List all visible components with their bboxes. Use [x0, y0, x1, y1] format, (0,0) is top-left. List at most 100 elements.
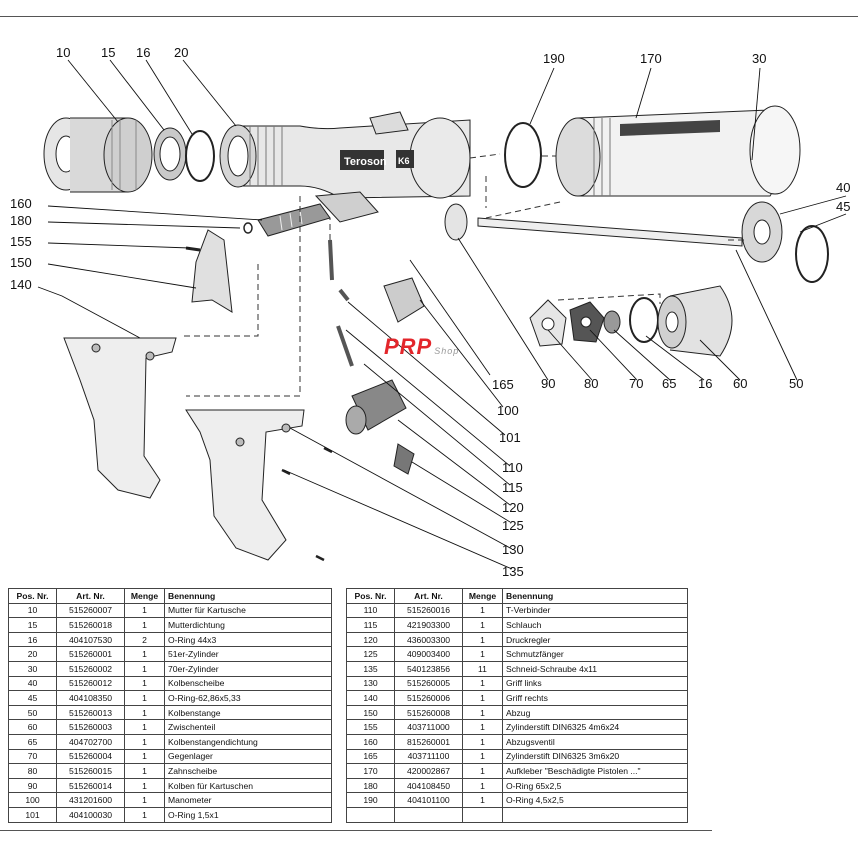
cell-pos: 135: [346, 660, 395, 677]
header-benennung: Benennung: [164, 588, 332, 604]
cell-pos: 150: [346, 704, 395, 721]
callout-16-a: 16: [136, 45, 150, 60]
cell-menge: 1: [462, 763, 503, 779]
cell-pos: 45: [8, 690, 57, 706]
cell-art-nr: [394, 806, 463, 823]
cell-pos: 40: [8, 675, 57, 692]
cell-menge: 1: [124, 719, 165, 735]
header-art: Art. Nr.: [56, 588, 125, 604]
part-screw-135: [281, 446, 333, 562]
cell-benennung: Aufkleber "Beschädigte Pistolen ...": [502, 763, 688, 779]
callout-115: 115: [502, 480, 523, 495]
cell-menge: 1: [462, 748, 503, 765]
part-piston-90: [444, 203, 468, 241]
part-counter-bearing-70: [569, 301, 605, 343]
watermark-sub: Shop: [434, 346, 460, 356]
header-benennung: Benennung: [502, 588, 688, 604]
cell-menge: 1: [124, 763, 165, 779]
cell-benennung: 70er-Zylinder: [164, 660, 332, 677]
cell-art-nr: 515260013: [56, 704, 125, 721]
part-trigger-valve-160: [257, 191, 379, 237]
cell-benennung: T-Verbinder: [502, 602, 688, 619]
cell-pos: 20: [8, 646, 57, 662]
cell-pos: 180: [346, 777, 395, 794]
cell-pos: 101: [8, 806, 57, 823]
cell-art-nr: 515260004: [56, 748, 125, 765]
cell-pos: 10: [8, 602, 57, 619]
callout-170: 170: [640, 51, 662, 66]
cell-art-nr: 515260016: [394, 602, 463, 619]
cell-menge: 1: [124, 675, 165, 692]
cell-menge: 1: [124, 617, 165, 633]
cell-menge: [462, 806, 503, 823]
callout-65: 65: [662, 376, 676, 391]
part-oring-16a: [185, 130, 215, 182]
cell-menge: 1: [462, 704, 503, 721]
cell-benennung: Schneid-Schraube 4x11: [502, 660, 688, 677]
cell-art-nr: 515260003: [56, 719, 125, 735]
cell-menge: 1: [124, 690, 165, 706]
part-cylinder-30: [555, 105, 801, 197]
cell-pos: 16: [8, 631, 57, 648]
cell-menge: 11: [462, 660, 503, 677]
cell-benennung: Zwischenteil: [164, 719, 332, 735]
callout-180: 180: [10, 213, 32, 228]
cell-art-nr: 515260012: [56, 675, 125, 692]
callout-80: 80: [584, 376, 598, 391]
cell-pos: 70: [8, 748, 57, 765]
cell-benennung: Abzugsventil: [502, 733, 688, 750]
part-intermediate-60: [657, 285, 733, 357]
cell-menge: 1: [462, 792, 503, 808]
cell-pos: 155: [346, 719, 395, 735]
cell-pos: 160: [346, 733, 395, 750]
callout-40: 40: [836, 180, 850, 195]
cell-menge: 1: [462, 690, 503, 706]
cell-benennung: Gegenlager: [164, 748, 332, 765]
part-gear-disc-80: [529, 299, 567, 347]
cell-art-nr: 403711100: [394, 748, 463, 765]
cell-benennung: Druckregler: [502, 631, 688, 648]
cell-pos: 120: [346, 631, 395, 648]
cell-benennung: 51er-Zylinder: [164, 646, 332, 662]
cell-benennung: Kolben für Kartuschen: [164, 777, 332, 794]
cell-menge: 1: [462, 617, 503, 633]
part-rod-seal-65: [603, 310, 621, 334]
cell-pos: 50: [8, 704, 57, 721]
header-art: Art. Nr.: [394, 588, 463, 604]
cell-art-nr: 420002867: [394, 763, 463, 779]
cell-art-nr: 540123856: [394, 660, 463, 677]
cell-pos: 110: [346, 602, 395, 619]
cell-pos: 165: [346, 748, 395, 765]
cell-menge: 1: [462, 777, 503, 794]
callout-150: 150: [10, 255, 32, 270]
cell-benennung: Zahnscheibe: [164, 763, 332, 779]
part-trigger-150: [191, 229, 233, 313]
callout-50: 50: [789, 376, 803, 391]
callout-190: 190: [543, 51, 565, 66]
cell-benennung: O-Ring 65x2,5: [502, 777, 688, 794]
cell-benennung: Kolbenscheibe: [164, 675, 332, 692]
barrel-badge: K6: [398, 156, 410, 166]
callout-155: 155: [10, 234, 32, 249]
cell-benennung: O-Ring 1,5x1: [164, 806, 332, 823]
callout-16-b: 16: [698, 376, 712, 391]
